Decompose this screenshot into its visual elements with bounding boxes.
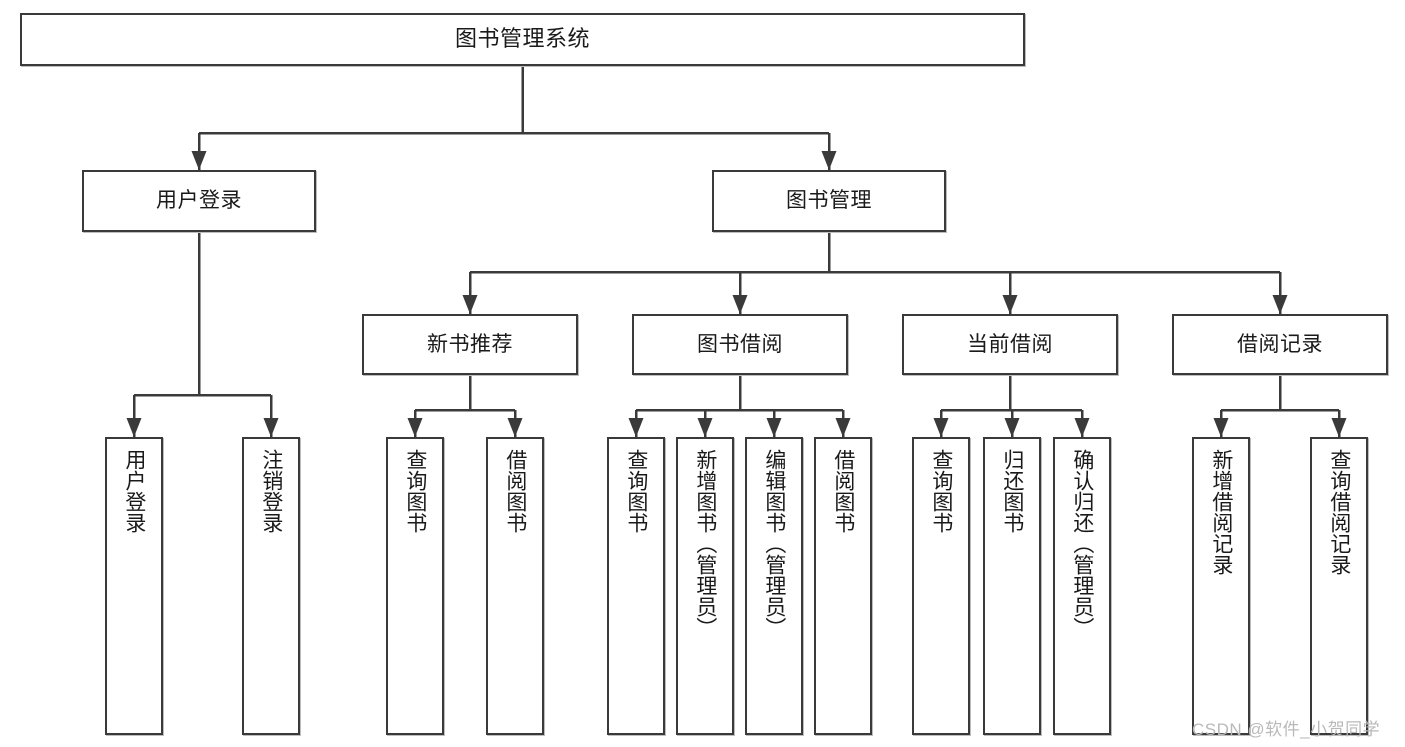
- arrow-head-icon: [462, 295, 478, 314]
- arrow-head-icon: [933, 418, 949, 437]
- node-leaf-query-book-2-label: 查询图书: [624, 449, 648, 533]
- node-leaf-user-logout-label: 注销登录: [259, 449, 283, 533]
- arrow-head-icon: [1074, 418, 1090, 437]
- arrow-head-icon: [1004, 418, 1020, 437]
- arrow-head-icon: [507, 418, 523, 437]
- node-leaf-edit-book-label: 编辑图书（管理员）: [762, 449, 786, 638]
- node-leaf-query-book-1[interactable]: 查询图书: [386, 437, 444, 735]
- node-leaf-add-book-label: 新增图书（管理员）: [693, 449, 717, 638]
- node-leaf-add-book[interactable]: 新增图书（管理员）: [676, 437, 734, 735]
- node-leaf-add-record-label: 新增借阅记录: [1209, 449, 1233, 575]
- arrow-head-icon: [126, 418, 142, 437]
- node-leaf-confirm-return-label: 确认归还（管理员）: [1070, 449, 1094, 638]
- arrow-head-icon: [1331, 418, 1347, 437]
- arrow-head-icon: [697, 418, 713, 437]
- node-leaf-borrow-book-1[interactable]: 借阅图书: [486, 437, 544, 735]
- arrow-head-icon: [628, 418, 644, 437]
- node-leaf-borrow-book-2-label: 借阅图书: [831, 449, 855, 533]
- node-root[interactable]: 图书管理系统: [20, 13, 1025, 66]
- node-leaf-add-record[interactable]: 新增借阅记录: [1192, 437, 1250, 735]
- arrow-head-icon: [1272, 295, 1288, 314]
- node-leaf-query-record-label: 查询借阅记录: [1327, 449, 1351, 575]
- node-root-label: 图书管理系统: [454, 26, 590, 52]
- node-leaf-query-book-3[interactable]: 查询图书: [912, 437, 970, 735]
- node-leaf-query-book-3-label: 查询图书: [929, 449, 953, 533]
- arrow-head-icon: [407, 418, 423, 437]
- node-new-book-recommend-label: 新书推荐: [427, 332, 513, 356]
- node-user-login[interactable]: 用户登录: [82, 170, 316, 232]
- arrow-head-icon: [263, 418, 279, 437]
- node-leaf-user-login[interactable]: 用户登录: [105, 437, 163, 735]
- node-leaf-query-book-2[interactable]: 查询图书: [607, 437, 665, 735]
- node-book-borrow[interactable]: 图书借阅: [632, 314, 848, 375]
- node-leaf-return-book-label: 归还图书: [1000, 449, 1024, 533]
- node-borrow-record[interactable]: 借阅记录: [1172, 314, 1388, 375]
- node-leaf-borrow-book-1-label: 借阅图书: [503, 449, 527, 533]
- node-current-borrow-label: 当前借阅: [967, 332, 1053, 356]
- arrow-head-icon: [191, 151, 207, 170]
- node-new-book-recommend[interactable]: 新书推荐: [362, 314, 578, 375]
- node-borrow-record-label: 借阅记录: [1237, 332, 1323, 356]
- arrow-head-icon: [732, 295, 748, 314]
- node-book-manage-label: 图书管理: [786, 189, 872, 213]
- arrow-head-icon: [835, 418, 851, 437]
- node-leaf-user-logout[interactable]: 注销登录: [242, 437, 300, 735]
- arrow-head-icon: [766, 418, 782, 437]
- node-current-borrow[interactable]: 当前借阅: [902, 314, 1118, 375]
- node-leaf-edit-book[interactable]: 编辑图书（管理员）: [745, 437, 803, 735]
- node-book-manage[interactable]: 图书管理: [712, 170, 946, 232]
- arrow-head-icon: [821, 151, 837, 170]
- node-book-borrow-label: 图书借阅: [697, 332, 783, 356]
- csdn-watermark: CSDN @软件_小贺同学: [1192, 720, 1381, 739]
- node-leaf-query-book-1-label: 查询图书: [403, 449, 427, 533]
- arrow-head-icon: [1213, 418, 1229, 437]
- node-leaf-borrow-book-2[interactable]: 借阅图书: [814, 437, 872, 735]
- node-leaf-user-login-label: 用户登录: [122, 449, 146, 533]
- node-user-login-label: 用户登录: [156, 189, 242, 213]
- node-leaf-confirm-return[interactable]: 确认归还（管理员）: [1053, 437, 1111, 735]
- arrow-head-icon: [1002, 295, 1018, 314]
- node-leaf-return-book[interactable]: 归还图书: [983, 437, 1041, 735]
- node-leaf-query-record[interactable]: 查询借阅记录: [1310, 437, 1368, 735]
